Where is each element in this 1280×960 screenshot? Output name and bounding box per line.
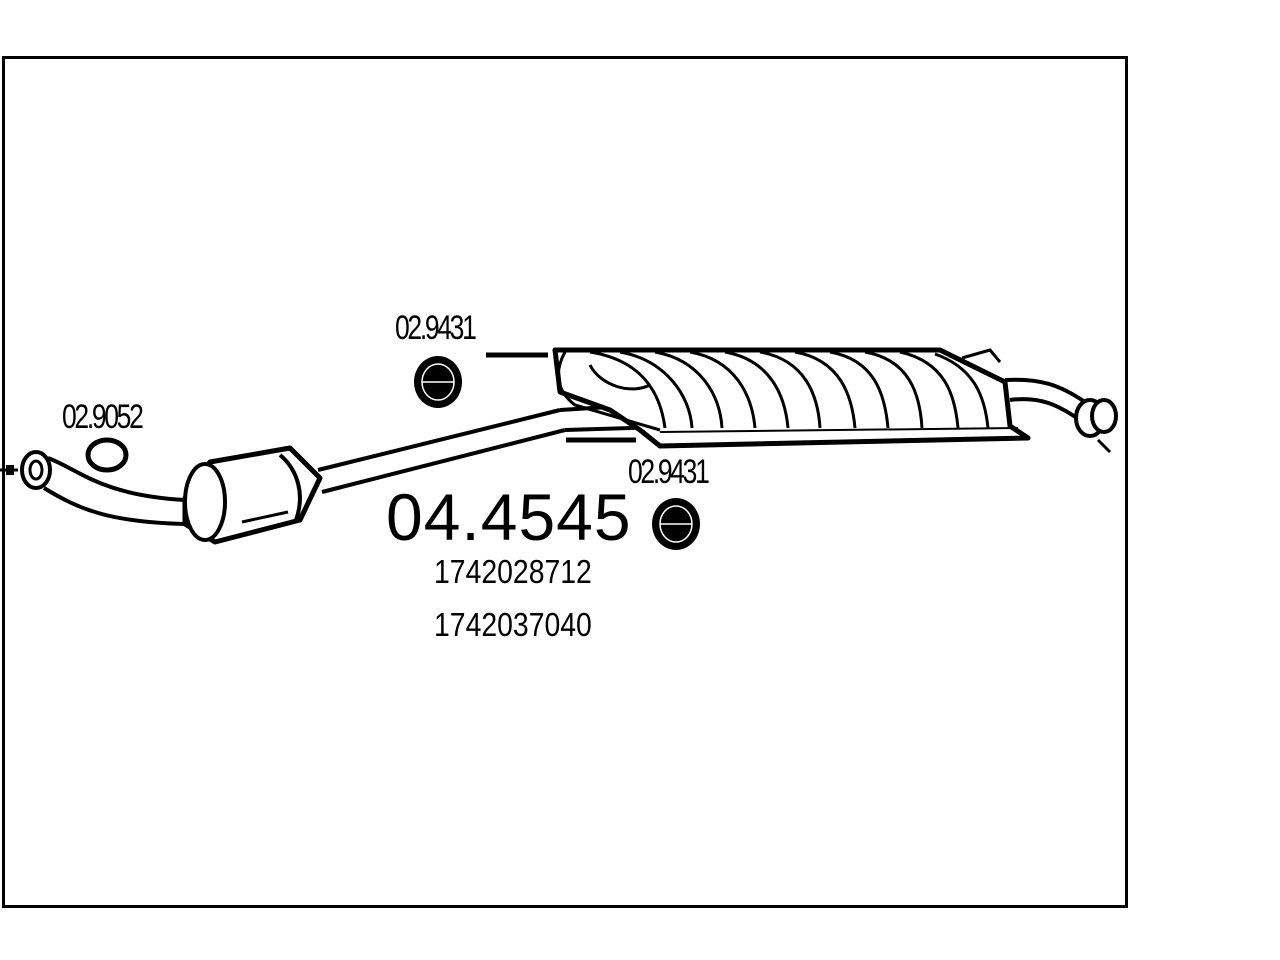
rear-silencer — [552, 347, 1031, 449]
rubber-hanger-upper-icon — [414, 356, 462, 408]
ring-gasket-icon — [85, 437, 129, 473]
tail-pipe — [1004, 377, 1118, 454]
front-flange — [0, 450, 52, 490]
hanger-upper-part-number: 02.9431 — [395, 309, 477, 347]
catalytic-converter — [182, 445, 323, 545]
front-pipe — [42, 456, 186, 526]
oem-number-2: 1742037040 — [434, 606, 592, 643]
oem-number-1: 1742028712 — [434, 553, 592, 590]
gasket-part-number: 02.9052 — [62, 398, 144, 436]
rubber-hanger-lower-icon — [652, 498, 700, 550]
hanger-lower-part-number: 02.9431 — [628, 453, 710, 491]
main-part-number: 04.4545 — [386, 480, 632, 554]
